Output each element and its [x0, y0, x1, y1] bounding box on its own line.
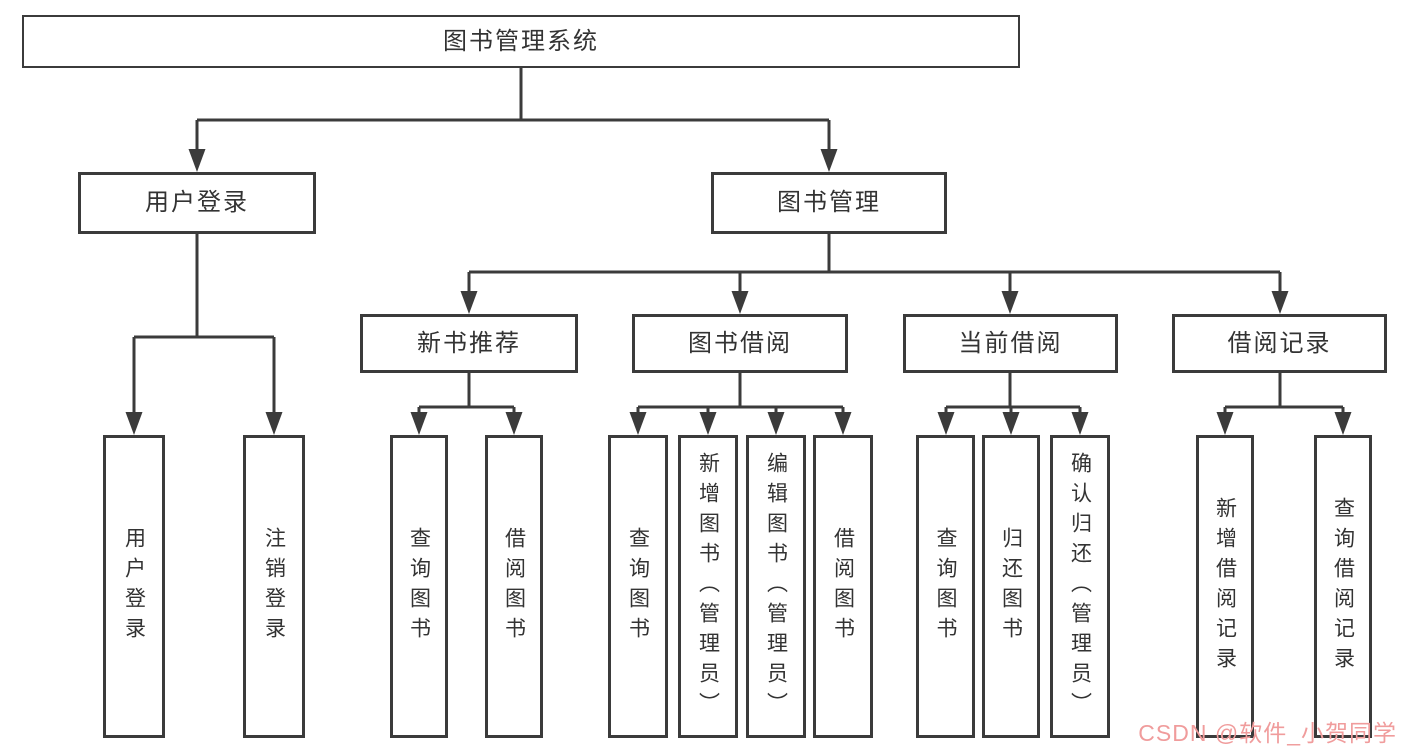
- node-leaf-edit-book-admin: 编辑图书（管理员）: [746, 435, 806, 738]
- node-leaf-return-book: 归还图书: [982, 435, 1040, 738]
- node-leaf-query-books-recommend: 查询图书: [390, 435, 448, 738]
- node-leaf-query-books-borrowing: 查询图书: [608, 435, 668, 738]
- node-current-borrowing: 当前借阅: [903, 314, 1118, 373]
- node-leaf-add-book-admin: 新增图书（管理员）: [678, 435, 738, 738]
- node-book-borrowing: 图书借阅: [632, 314, 848, 373]
- node-leaf-borrow-books: 借阅图书: [813, 435, 873, 738]
- node-borrowing-records: 借阅记录: [1172, 314, 1387, 373]
- node-new-book-recommend: 新书推荐: [360, 314, 578, 373]
- node-library-management-system: 图书管理系统: [22, 15, 1020, 68]
- watermark: CSDN @软件_小贺同学: [1138, 720, 1397, 746]
- node-leaf-query-books-current: 查询图书: [916, 435, 975, 738]
- node-leaf-confirm-return-admin: 确认归还（管理员）: [1050, 435, 1110, 738]
- node-leaf-user-login: 用户登录: [103, 435, 165, 738]
- node-leaf-logout: 注销登录: [243, 435, 305, 738]
- node-book-management: 图书管理: [711, 172, 947, 234]
- node-user-login: 用户登录: [78, 172, 316, 234]
- node-leaf-add-borrow-record: 新增借阅记录: [1196, 435, 1254, 738]
- node-leaf-borrow-books-recommend: 借阅图书: [485, 435, 543, 738]
- node-leaf-query-borrow-record: 查询借阅记录: [1314, 435, 1372, 738]
